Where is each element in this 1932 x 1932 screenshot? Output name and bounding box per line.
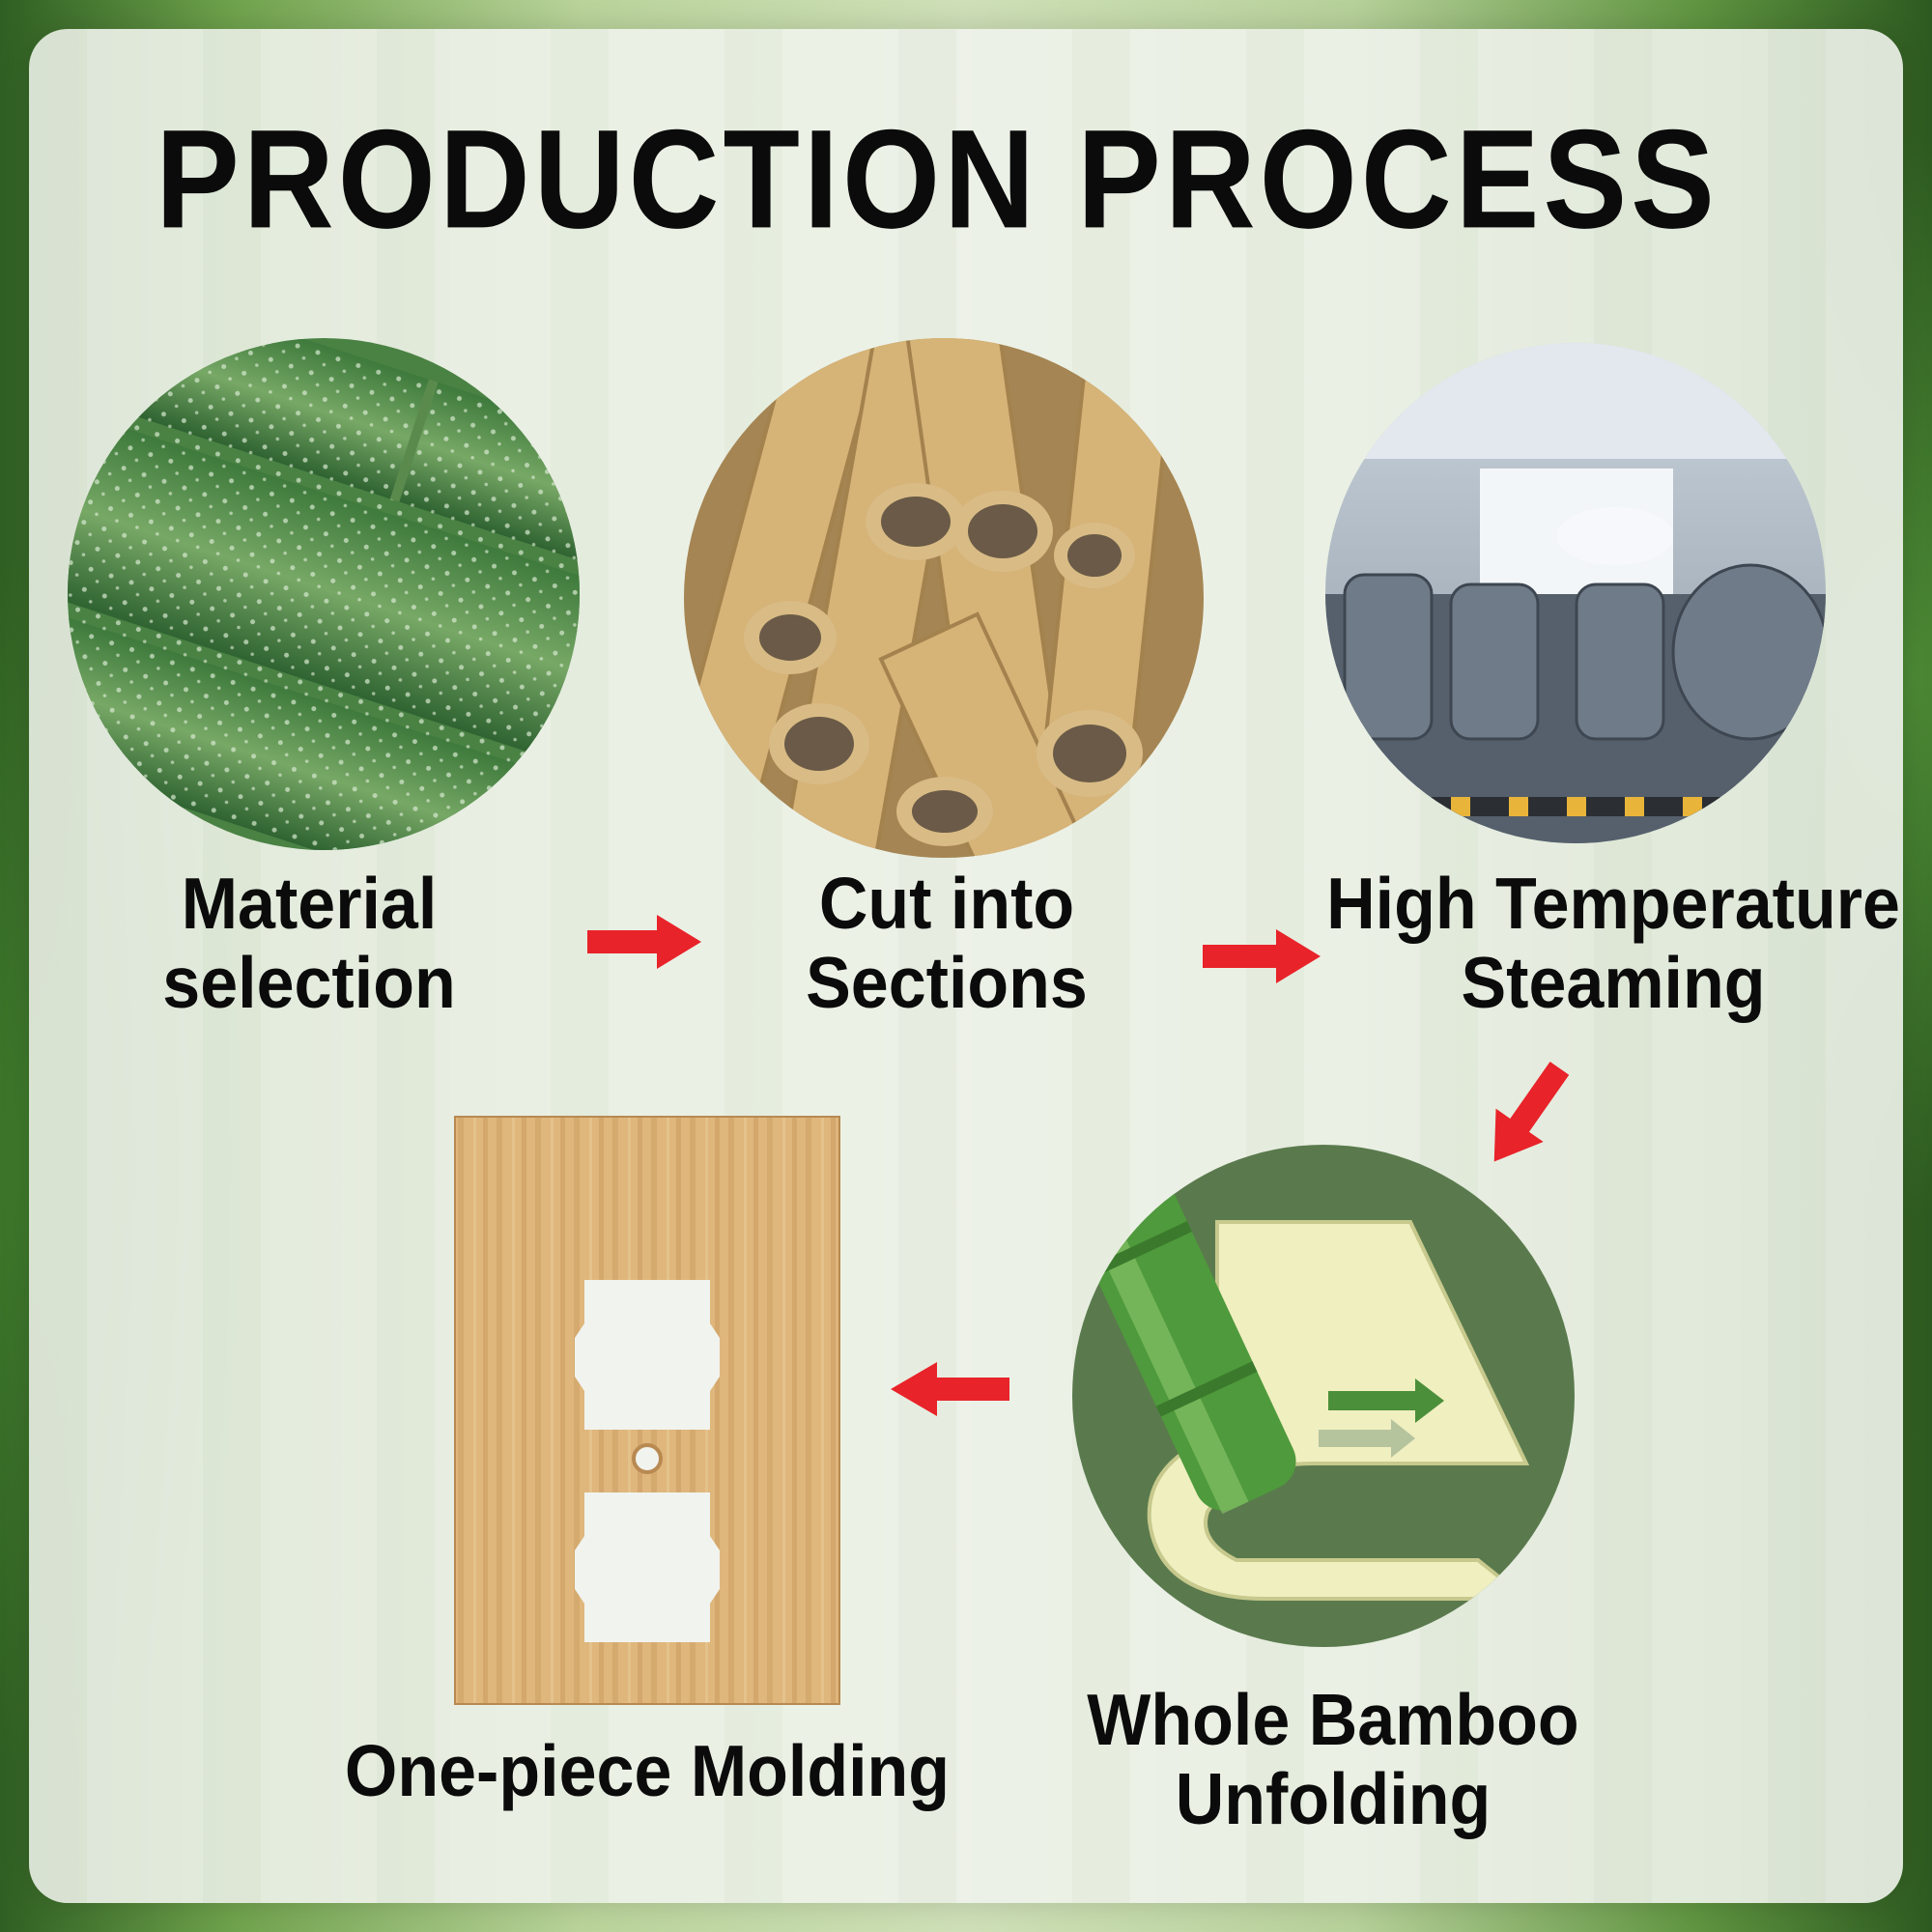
molded-outlet-plate-image xyxy=(454,1116,840,1705)
step-1-label-line2: selection xyxy=(162,941,456,1024)
arrow-right-icon xyxy=(587,913,703,971)
arrow-left-icon xyxy=(889,1360,1009,1418)
step-5-label: One-piece Molding xyxy=(319,1731,976,1810)
arrow-down-left-icon xyxy=(1483,1058,1570,1174)
step-2-label: Cut into Sections xyxy=(744,864,1150,1022)
material-selection-image xyxy=(68,338,580,850)
step-4-label-line2: Unfolding xyxy=(1175,1757,1492,1840)
cut-sections-image xyxy=(684,338,1204,858)
step-4-label-line1: Whole Bamboo xyxy=(1087,1678,1579,1761)
unfolding-illustration xyxy=(1072,1145,1575,1647)
step-1-label: Material selection xyxy=(116,864,502,1022)
page-title: PRODUCTION PROCESS xyxy=(156,99,1719,258)
step-2-label-line1: Cut into xyxy=(818,862,1075,945)
steaming-factory-image xyxy=(1325,343,1826,843)
step-3-label: High Temperature Steaming xyxy=(1323,864,1903,1022)
step-1-label-line1: Material xyxy=(181,862,438,945)
arrow-right-icon xyxy=(1203,927,1323,985)
step-2-label-line2: Sections xyxy=(806,941,1088,1024)
step-3-label-line1: High Temperature xyxy=(1326,862,1900,945)
step-5-label-line1: One-piece Molding xyxy=(344,1729,951,1812)
step-4-label: Whole Bamboo Unfolding xyxy=(1072,1680,1594,1838)
step-3-label-line2: Steaming xyxy=(1461,941,1766,1024)
